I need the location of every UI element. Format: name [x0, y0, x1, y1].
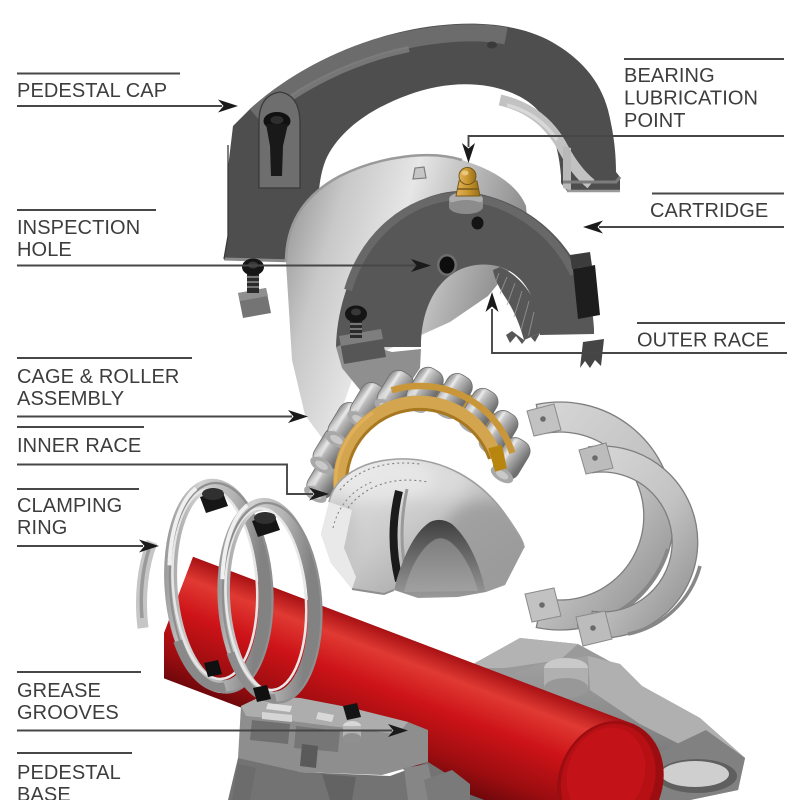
svg-text:INNER RACE: INNER RACE	[17, 435, 141, 457]
svg-text:PEDESTAL: PEDESTAL	[17, 762, 121, 784]
svg-text:CARTRIDGE: CARTRIDGE	[650, 200, 768, 222]
svg-text:BASE: BASE	[17, 784, 71, 800]
svg-text:RING: RING	[17, 517, 67, 539]
svg-text:OUTER RACE: OUTER RACE	[637, 330, 769, 352]
svg-text:CAGE & ROLLER: CAGE & ROLLER	[17, 366, 179, 388]
svg-text:GREASE: GREASE	[17, 680, 101, 702]
svg-text:LUBRICATION: LUBRICATION	[624, 88, 758, 110]
svg-text:ASSEMBLY: ASSEMBLY	[17, 388, 124, 410]
svg-text:HOLE: HOLE	[17, 239, 72, 261]
svg-text:PEDESTAL CAP: PEDESTAL CAP	[17, 80, 167, 102]
svg-text:INSPECTION: INSPECTION	[17, 217, 140, 239]
svg-text:POINT: POINT	[624, 110, 686, 132]
svg-text:GROOVES: GROOVES	[17, 702, 119, 724]
svg-text:CLAMPING: CLAMPING	[17, 495, 122, 517]
svg-text:BEARING: BEARING	[624, 65, 715, 87]
